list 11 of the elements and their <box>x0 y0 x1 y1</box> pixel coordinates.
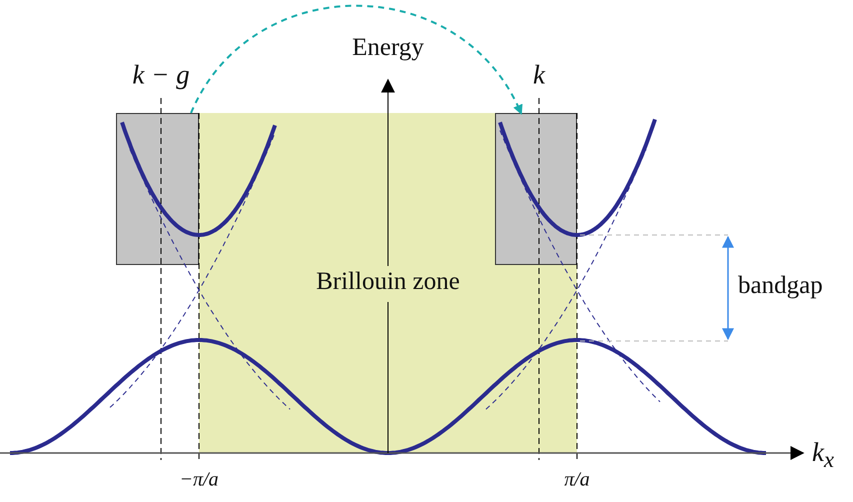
axis-label: k <box>533 60 545 90</box>
highlight-box <box>495 113 577 265</box>
brillouin-zone-region <box>199 113 577 453</box>
dashed-arrow <box>190 4 522 115</box>
axis-label: k$_{x}$ <box>812 436 834 474</box>
axis-label: Energy <box>352 34 424 62</box>
bandgap-label: bandgap <box>738 272 823 300</box>
highlight-box <box>116 113 199 265</box>
axis-label: k − g <box>132 60 190 90</box>
axis-label: −π/a <box>179 468 219 492</box>
axis-label: π/a <box>564 468 590 492</box>
